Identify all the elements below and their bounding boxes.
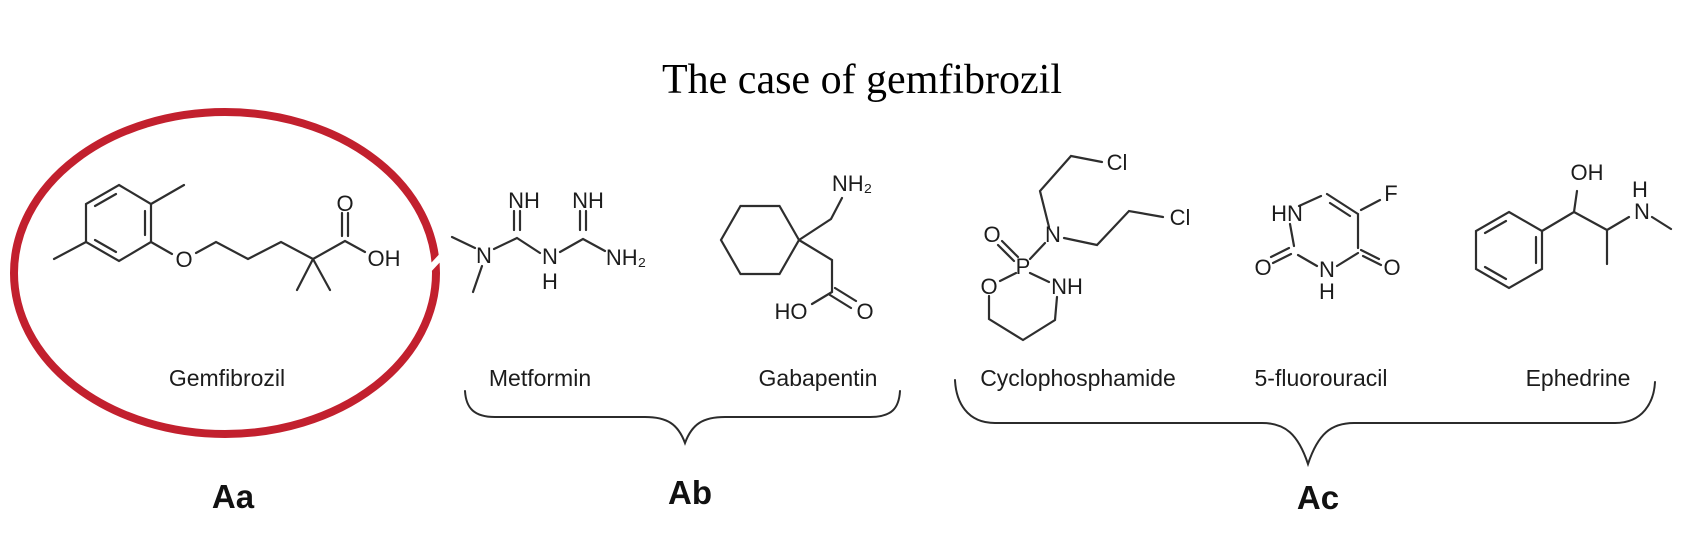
- atom-label-o: O: [175, 247, 192, 272]
- atom-label-n: N: [542, 244, 558, 269]
- atom-label-nh: NH: [1051, 274, 1083, 299]
- atom-label-oh: OH: [368, 246, 401, 271]
- group-label-ab: Ab: [668, 474, 712, 511]
- atom-label-nh2: NH₂: [832, 171, 872, 196]
- atom-label-nh: NH: [508, 188, 540, 213]
- atom-label-nh: NH: [572, 188, 604, 213]
- brace-group-ab: [464, 390, 901, 446]
- molecule-fluorouracil: HN F O O N H 5-fluorouracil: [1254, 181, 1400, 391]
- brace-group-ac: [954, 379, 1656, 468]
- atom-label-h: H: [542, 269, 558, 294]
- red-highlight-ellipse: [10, 108, 454, 438]
- molecule-name-gemfibrozil: Gemfibrozil: [169, 365, 285, 391]
- atom-label-p: P: [1016, 254, 1031, 279]
- cyclophosphamide-bonds: [987, 154, 1165, 342]
- atom-label-o: O: [336, 191, 353, 216]
- atom-label-n: N: [476, 243, 492, 268]
- atom-label-o: O: [1254, 255, 1271, 280]
- atom-label-hn: HN: [1271, 201, 1303, 226]
- atom-label-n: N: [1045, 222, 1061, 247]
- metformin-bonds: [450, 209, 607, 294]
- atom-label-h: H: [1319, 279, 1335, 304]
- atom-label-oh: OH: [1571, 160, 1604, 185]
- molecule-cyclophosphamide: O N P O NH Cl Cl Cyclophosphamide: [980, 150, 1190, 391]
- molecule-gabapentin: NH₂ HO O Gabapentin: [719, 171, 878, 391]
- figure-title: The case of gemfibrozil: [662, 57, 1062, 103]
- atom-label-o: O: [983, 222, 1000, 247]
- atom-label-cl: Cl: [1107, 150, 1128, 175]
- atom-label-nh2: NH₂: [606, 245, 646, 270]
- atom-label-o: O: [980, 274, 997, 299]
- atom-label-h: H: [1632, 177, 1648, 202]
- atom-label-n: N: [1634, 199, 1650, 224]
- gemfibrozil-bonds: [52, 183, 367, 292]
- atom-label-n: N: [1319, 257, 1335, 282]
- group-label-ac: Ac: [1297, 479, 1339, 516]
- atom-label-ho: HO: [775, 299, 808, 324]
- group-label-aa: Aa: [212, 478, 255, 515]
- atom-label-o: O: [1383, 255, 1400, 280]
- molecule-metformin: N NH NH N H NH₂ Metformin: [450, 188, 646, 391]
- molecule-name-gabapentin: Gabapentin: [759, 365, 878, 391]
- gabapentin-bonds: [719, 196, 858, 310]
- atom-label-cl: Cl: [1170, 205, 1191, 230]
- atom-label-o: O: [856, 299, 873, 324]
- ephedrine-bonds: [1474, 189, 1673, 290]
- atom-label-f: F: [1384, 181, 1397, 206]
- molecule-name-metformin: Metformin: [489, 365, 591, 391]
- molecule-name-cyclophosphamide: Cyclophosphamide: [980, 365, 1176, 391]
- fluorouracil-bonds: [1269, 192, 1383, 268]
- molecule-ephedrine: OH H N Ephedrine: [1474, 160, 1673, 391]
- ellipse-stroke-gap: [420, 243, 454, 279]
- molecule-name-ephedrine: Ephedrine: [1526, 365, 1631, 391]
- molecule-name-fluorouracil: 5-fluorouracil: [1255, 365, 1388, 391]
- molecule-gemfibrozil: O O OH Gemfibrozil: [52, 183, 401, 391]
